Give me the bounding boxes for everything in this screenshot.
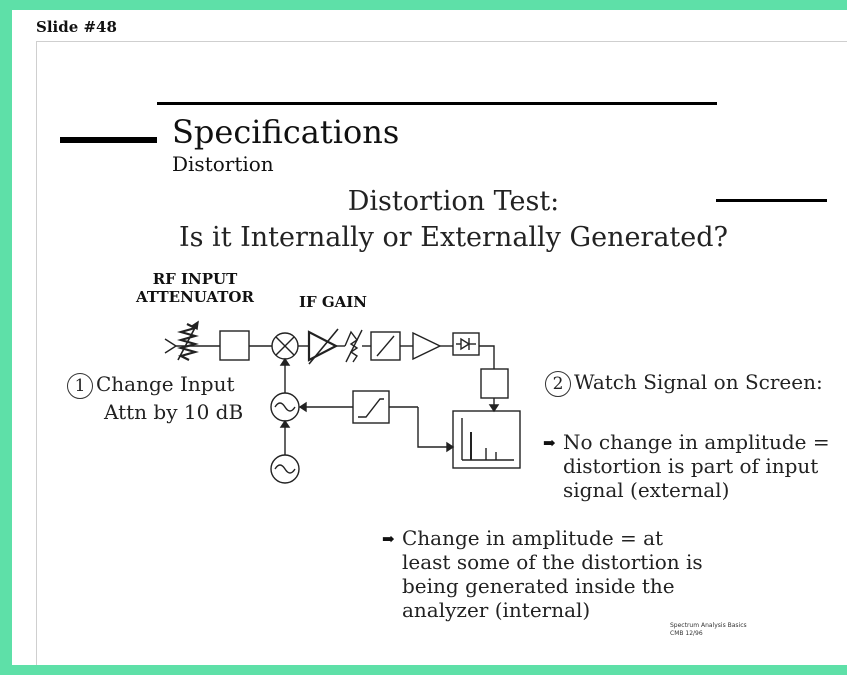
input-filter-box <box>219 330 250 361</box>
step-2-text: Watch Signal on Screen: <box>574 370 823 394</box>
page-title: Specifications <box>172 113 400 151</box>
rf-attenuator-label: RF INPUT ATTENUATOR <box>110 270 280 306</box>
slide-number-label: Slide #48 <box>36 18 117 36</box>
top-rule <box>157 102 717 105</box>
left-heading-rule <box>60 137 157 143</box>
if-gain-zigzag <box>344 330 359 363</box>
step-2-number: 2 <box>545 370 571 397</box>
right-heading-rule <box>716 199 827 202</box>
step-1-number: 1 <box>67 372 93 399</box>
input-connector <box>164 338 178 354</box>
rf-label-line2: ATTENUATOR <box>136 288 254 306</box>
bullet-2: Change in amplitude = at least some of t… <box>402 526 703 622</box>
if-gain-label: IF GAIN <box>298 293 368 311</box>
video-filter-box <box>480 368 509 399</box>
step-1-line1: Change Input <box>96 372 235 396</box>
bullet-2-line4: analyzer (internal) <box>402 598 591 622</box>
bullet-2-arrow: ➡ <box>382 530 395 548</box>
bullet-1-arrow: ➡ <box>543 434 556 452</box>
log-amp-icon <box>412 331 442 361</box>
display-screen-box <box>452 410 521 469</box>
detector-box <box>452 332 480 356</box>
if-gain-amplifier-icon <box>307 330 339 362</box>
bullet-1-line3: signal (external) <box>563 478 730 502</box>
bullet-2-line1: Change in amplitude = at <box>402 526 664 550</box>
rf-label-line1: RF INPUT <box>152 270 238 288</box>
bullet-2-line3: being generated inside the <box>402 574 675 598</box>
page-subtitle: Distortion <box>172 152 274 176</box>
test-heading-line2: Is it Internally or Externally Generated… <box>178 222 729 253</box>
bullet-1-line1: No change in amplitude = <box>563 430 830 454</box>
inner-border-left <box>36 41 37 665</box>
bullet-1-line2: distortion is part of input <box>563 454 819 478</box>
step-1-line2-wrap: Attn by 10 dB <box>104 400 243 424</box>
footer-caption: Spectrum Analysis Basics CMB 12/96 <box>670 622 747 638</box>
inner-border-top <box>36 41 847 42</box>
footer-line2: CMB 12/96 <box>670 630 703 637</box>
step-1-line2: Attn by 10 dB <box>104 400 244 424</box>
reference-oscillator-icon <box>270 454 300 484</box>
bullet-2-line2: least some of the distortion is <box>402 550 703 574</box>
sweep-generator-box <box>352 390 390 424</box>
bullet-1: No change in amplitude = distortion is p… <box>563 430 830 502</box>
footer-line1: Spectrum Analysis Basics <box>670 622 747 629</box>
test-heading-line1: Distortion Test: <box>347 186 560 217</box>
